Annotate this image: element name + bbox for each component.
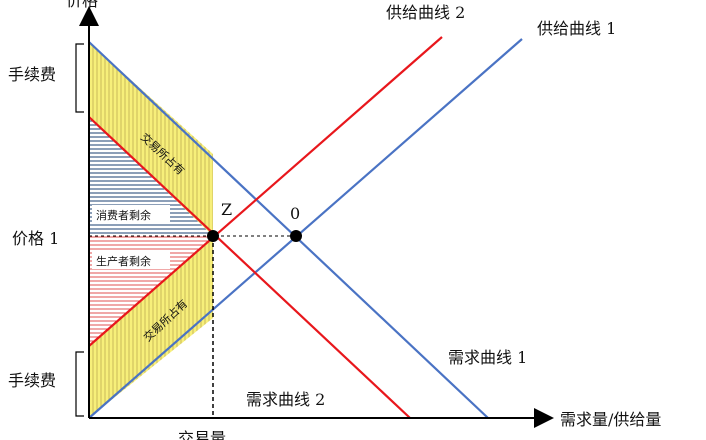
point-z <box>207 230 219 242</box>
x-tick-label: 交易量 <box>178 429 226 440</box>
supply-curve-2 <box>88 36 443 347</box>
exchange-area-bottom <box>89 236 213 418</box>
fee-bracket-top <box>75 43 84 113</box>
supply-curve-1 <box>88 38 523 419</box>
consumer-surplus-label: 消费者剩余 <box>96 208 151 222</box>
producer-surplus-label: 生产者剩余 <box>96 254 151 268</box>
point-0 <box>290 230 302 242</box>
fee-bottom-label: 手续费 <box>8 371 56 390</box>
demand-curve-2-label: 需求曲线 2 <box>246 390 325 409</box>
point-z-label: Z <box>221 200 232 219</box>
x-axis-label: 需求量/供给量 <box>560 410 661 429</box>
y-axis-label: 价格 <box>66 0 98 10</box>
supply-curve-1-label: 供给曲线 1 <box>537 19 616 38</box>
demand-curve-2 <box>88 116 411 419</box>
supply-curve-2-label: 供给曲线 2 <box>386 3 465 22</box>
demand-curve-1 <box>88 41 489 419</box>
exchange-area-top <box>89 42 213 236</box>
point-0-label: 0 <box>290 204 300 223</box>
price-1-label: 价格 1 <box>12 229 59 248</box>
demand-curve-1-label: 需求曲线 1 <box>448 348 527 367</box>
fee-top-label: 手续费 <box>8 65 56 84</box>
fee-bracket-bottom <box>75 351 84 417</box>
